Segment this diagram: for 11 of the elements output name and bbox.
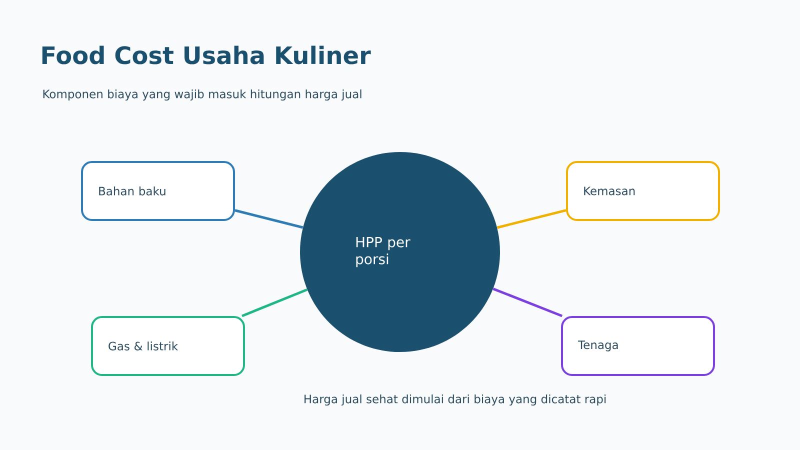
cost-box: Kemasan [566, 161, 720, 221]
caption: Harga jual sehat dimulai dari biaya yang dicatat rapi [304, 394, 606, 406]
cost-box: Bahan baku [81, 161, 235, 221]
connector-line [492, 288, 563, 318]
connector-line [234, 209, 304, 229]
subtitle: Komponen biaya yang wajib masuk hitungan harga jual [43, 89, 362, 101]
cost-box: Tenaga [561, 316, 715, 376]
connector-line [496, 209, 566, 229]
cost-box: Gas & listrik [91, 316, 245, 376]
connector-line [242, 288, 308, 318]
title: Food Cost Usaha Kuliner [42, 46, 371, 64]
